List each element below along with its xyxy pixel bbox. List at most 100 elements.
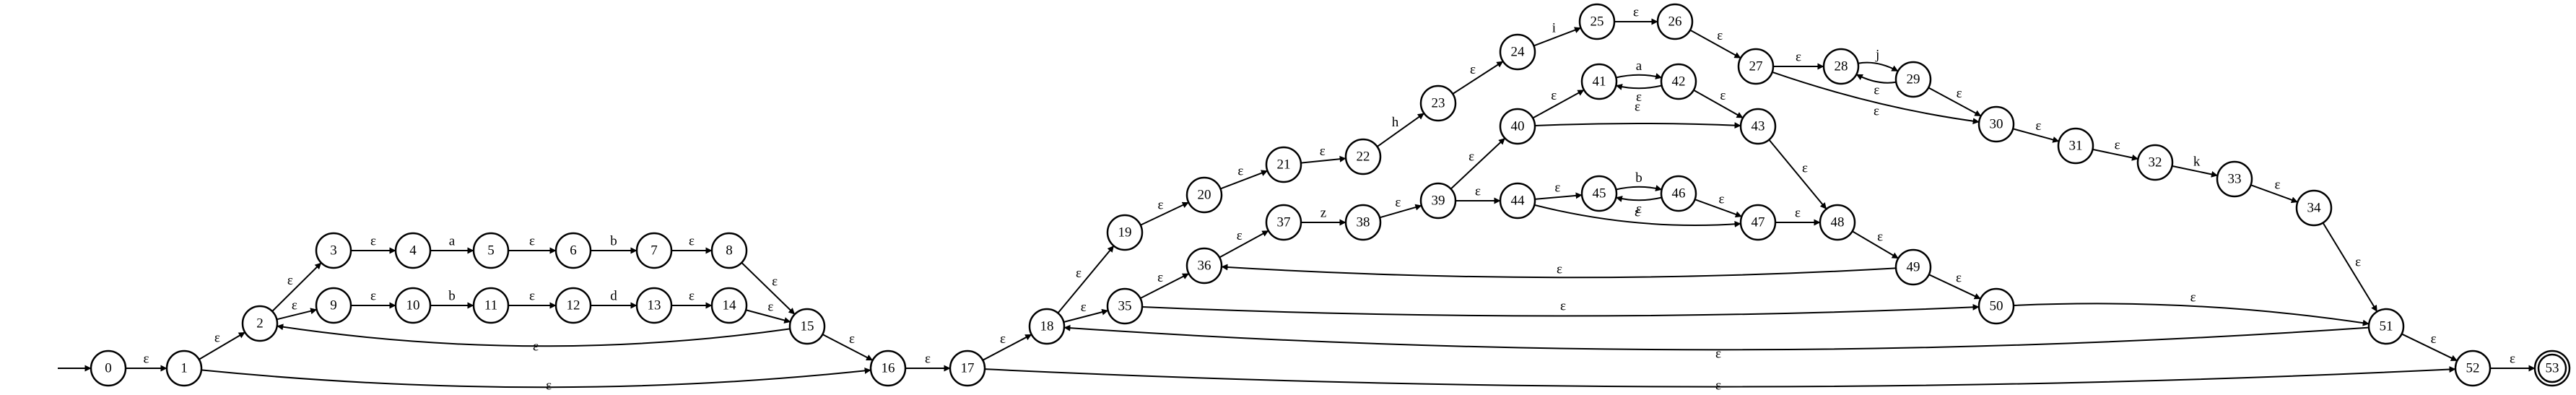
transition-edge-42-41 xyxy=(1615,84,1662,90)
transition-label-44-47: ε xyxy=(1635,205,1640,220)
state-45: 45 xyxy=(1580,175,1618,212)
state-circle xyxy=(1894,61,1932,98)
state-53: 53 xyxy=(2533,350,2571,387)
transition-label-42-43: ε xyxy=(1720,88,1726,103)
transition-label-24-25: i xyxy=(1552,20,1556,35)
transition-edge-23-24 xyxy=(1452,61,1504,95)
state-label: 34 xyxy=(2307,201,2322,216)
transition-edge-19-20 xyxy=(1140,201,1189,226)
state-circle xyxy=(1660,63,1697,100)
transition-edge-22-23 xyxy=(1376,113,1425,147)
state-label: 37 xyxy=(1277,215,1291,230)
transition-edge-43-48 xyxy=(1768,139,1827,210)
transition-label-42-41: ε xyxy=(1636,90,1642,105)
state-47: 47 xyxy=(1739,204,1777,241)
transition-label-22-23: h xyxy=(1392,115,1399,130)
state-label: 25 xyxy=(1591,14,1604,30)
transition-label-51-52: ε xyxy=(2431,331,2437,347)
transition-edge-21-22 xyxy=(1300,155,1346,164)
state-circle xyxy=(1106,287,1144,325)
state-10: 10 xyxy=(394,287,432,324)
state-label: 5 xyxy=(487,243,495,259)
state-label: 40 xyxy=(1511,119,1525,134)
state-label: 53 xyxy=(2546,361,2559,376)
transition-label-40-41: ε xyxy=(1551,88,1557,103)
state-44: 44 xyxy=(1499,182,1536,220)
state-label: 0 xyxy=(105,361,112,376)
transition-edge-14-15 xyxy=(745,309,791,324)
state-circle xyxy=(394,232,432,269)
state-9: 9 xyxy=(315,287,352,324)
transition-label-39-40: ε xyxy=(1468,149,1474,165)
state-33: 33 xyxy=(2216,160,2253,198)
state-circle xyxy=(1580,63,1618,100)
state-circle xyxy=(635,232,673,269)
transition-edge-40-41 xyxy=(1532,89,1585,119)
state-label: 41 xyxy=(1593,74,1606,90)
transition-label-1-2: ε xyxy=(214,330,220,345)
transition-edge-48-49 xyxy=(1852,230,1899,259)
transition-label-13-14: ε xyxy=(689,289,695,304)
transition-edge-28-29 xyxy=(1858,61,1899,72)
transition-label-20-21: ε xyxy=(1237,163,1243,178)
state-label: 39 xyxy=(1432,194,1445,209)
transition-label-7-8: ε xyxy=(689,234,695,249)
transition-label-12-13: d xyxy=(610,289,617,304)
transition-label-44-45: ε xyxy=(1554,181,1560,196)
transition-label-15-2: ε xyxy=(533,339,539,355)
state-circle xyxy=(2216,160,2253,198)
transitions-layer xyxy=(58,18,2536,389)
state-circle xyxy=(2136,144,2174,181)
state-0: 0 xyxy=(90,350,127,387)
state-label: 52 xyxy=(2466,361,2480,376)
state-label: 33 xyxy=(2228,172,2242,187)
state-circle xyxy=(788,308,826,345)
transition-label-17-52: ε xyxy=(1715,378,1721,394)
transition-edge-31-32 xyxy=(2092,148,2138,161)
transition-edge-51-52 xyxy=(2401,333,2458,362)
state-13: 13 xyxy=(635,287,673,324)
state-label: 12 xyxy=(567,298,580,313)
state-label: 29 xyxy=(1907,72,1920,87)
state-circle xyxy=(1822,48,1860,85)
state-label: 13 xyxy=(648,298,661,313)
transition-edge-45-46 xyxy=(1616,185,1663,191)
state-49: 49 xyxy=(1894,248,1932,286)
state-24: 24 xyxy=(1499,33,1536,71)
state-20: 20 xyxy=(1185,176,1223,214)
state-1: 1 xyxy=(165,350,203,387)
state-label: 2 xyxy=(256,316,264,331)
transition-label-51-18: ε xyxy=(1715,347,1721,362)
state-18: 18 xyxy=(1028,308,1066,345)
transition-label-29-30: ε xyxy=(1957,86,1962,101)
state-label: 11 xyxy=(484,298,497,313)
state-circle xyxy=(710,287,748,324)
state-circle xyxy=(1106,214,1144,251)
state-circle xyxy=(2057,127,2094,165)
state-circle xyxy=(394,287,432,324)
transition-label-4-5: a xyxy=(449,234,456,249)
transition-edge-44-47 xyxy=(1534,204,1741,227)
state-label: 28 xyxy=(1835,59,1848,74)
transition-edge-17-18 xyxy=(982,334,1032,361)
state-circle xyxy=(1977,105,2015,143)
state-circle xyxy=(1419,84,1457,122)
state-11: 11 xyxy=(472,287,510,324)
state-circle xyxy=(1499,108,1536,145)
state-label: 42 xyxy=(1672,74,1686,90)
transition-label-40-43: ε xyxy=(1635,100,1640,115)
transition-label-30-31: ε xyxy=(2035,118,2041,134)
transition-label-49-36: ε xyxy=(1557,262,1562,277)
transition-label-32-33: k xyxy=(2193,154,2201,169)
state-label: 24 xyxy=(1511,45,1526,60)
transition-label-11-12: ε xyxy=(529,289,535,304)
state-25: 25 xyxy=(1578,3,1616,40)
state-label: 32 xyxy=(2149,155,2162,170)
state-circle xyxy=(241,305,279,342)
transition-label-37-38: z xyxy=(1320,206,1326,221)
transition-edge-39-40 xyxy=(1450,137,1506,190)
state-label: 15 xyxy=(801,319,814,334)
transition-edge-46-45 xyxy=(1615,196,1662,202)
transition-edge-35-50 xyxy=(1141,303,1980,317)
